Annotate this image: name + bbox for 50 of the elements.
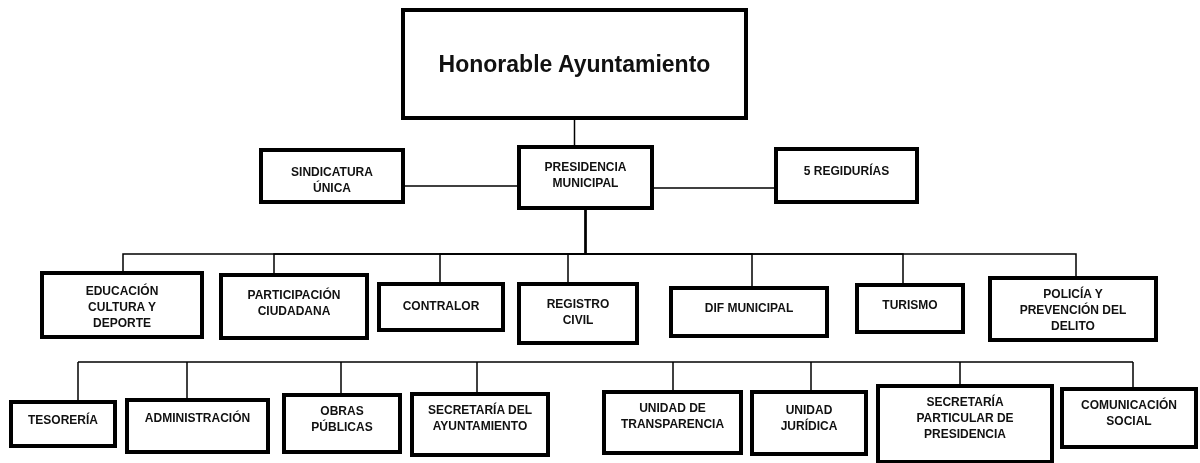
box-label: SECRETARÍA PARTICULAR DE PRESIDENCIA [915, 394, 1015, 442]
box-label: COMUNICACIÓN SOCIAL [1080, 397, 1178, 429]
connector-line [959, 361, 961, 385]
org-box [410, 392, 550, 457]
box-label: UNIDAD DE TRANSPARENCIA [619, 400, 726, 432]
org-box [774, 147, 919, 204]
org-box [125, 398, 270, 454]
org-box [855, 283, 965, 334]
org-box [401, 8, 748, 120]
box-label: CONTRALOR [402, 298, 480, 314]
box-label: PRESIDENCIA MUNICIPAL [543, 159, 628, 191]
org-box [40, 271, 204, 339]
box-label: SECRETARÍA DEL AYUNTAMIENTO [427, 402, 533, 434]
connector-line [1132, 361, 1134, 388]
connector-line [77, 361, 79, 401]
org-box [9, 400, 117, 448]
connector-line [584, 209, 1077, 277]
connector-line [653, 187, 775, 189]
box-label: PARTICIPACIÓN CIUDADANA [246, 287, 342, 319]
org-box [750, 390, 868, 456]
box-label: ADMINISTRACIÓN [144, 410, 251, 426]
connector-line [476, 361, 478, 393]
box-label: 5 REGIDURÍAS [803, 163, 890, 179]
box-label: SINDICATURA ÚNICA [290, 164, 374, 196]
org-box [282, 393, 402, 454]
box-label: Honorable Ayuntamiento [438, 50, 711, 78]
org-box [517, 282, 639, 345]
org-box [377, 282, 505, 332]
org-box [876, 384, 1054, 463]
connector-line [672, 361, 674, 391]
org-box [259, 148, 405, 204]
org-box [517, 145, 654, 210]
connector-line [404, 185, 518, 187]
box-label: OBRAS PÚBLICAS [310, 403, 374, 435]
box-label: TURISMO [882, 297, 938, 313]
org-box [988, 276, 1158, 342]
box-label: UNIDAD JURÍDICA [779, 402, 839, 434]
box-label: REGISTRO CIVIL [545, 296, 611, 328]
connector-line [810, 361, 812, 391]
box-label: DIF MUNICIPAL [704, 300, 794, 316]
org-box [1060, 387, 1198, 449]
connector-line [573, 119, 576, 146]
connector-line [186, 361, 188, 399]
box-label: POLICÍA Y PREVENCIÓN DEL DELITO [1018, 286, 1128, 334]
org-box [219, 273, 369, 340]
org-box [602, 390, 743, 455]
connector-line [340, 361, 342, 394]
box-label: EDUCACIÓN CULTURA Y DEPORTE [84, 283, 160, 331]
box-label: TESORERÍA [28, 412, 98, 428]
org-box [669, 286, 829, 338]
